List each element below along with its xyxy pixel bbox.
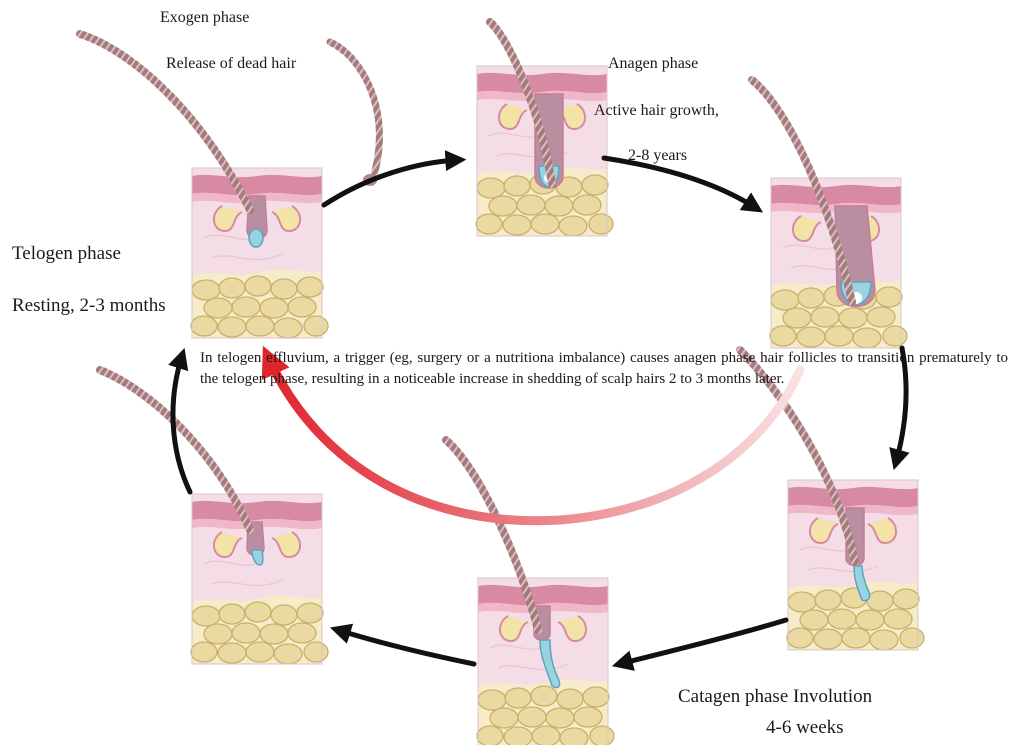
follicle-panel-early-telogen (191, 494, 328, 664)
follicle-panel-telogen (191, 168, 328, 338)
telogen-title: Telogen phase (12, 244, 121, 263)
catagen-title: Catagen phase Involution (678, 687, 872, 706)
telogen-effluvium-note: In telogen effluvium, a trigger (eg, sur… (200, 348, 1008, 390)
catagen-duration: 4-6 weeks (766, 718, 844, 737)
telogen-desc: Resting, 2-3 months (12, 296, 166, 315)
follicle-panel-late-catagen (477, 578, 614, 745)
exogen-title: Exogen phase (160, 10, 249, 26)
arrow-catagen-to-late (620, 620, 786, 664)
anagen-title: Anagen phase (608, 56, 698, 72)
anagen-duration: 2-8 years (628, 148, 687, 164)
arrow-late-to-early-telogen (338, 630, 474, 664)
exogen-desc: Release of dead hair (166, 56, 296, 72)
arrow-anagen-to-full (604, 158, 756, 208)
arrow-exogen-to-anagen (324, 160, 458, 205)
anagen-desc: Active hair growth, (594, 103, 719, 119)
